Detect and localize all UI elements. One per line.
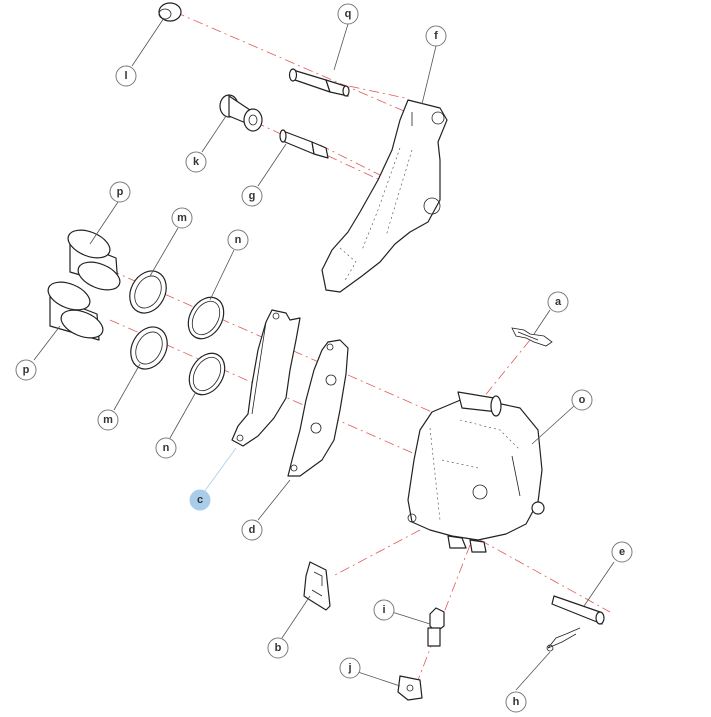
- part-n-dust-seal-upper[interactable]: [181, 291, 231, 345]
- callout-p-lower[interactable]: p: [15, 359, 37, 381]
- part-p-piston-lower[interactable]: [44, 277, 107, 344]
- part-j-fitting[interactable]: [397, 675, 423, 701]
- callout-o[interactable]: o: [571, 389, 593, 411]
- callout-q[interactable]: q: [337, 3, 359, 25]
- callout-n-upper[interactable]: n: [227, 229, 249, 251]
- callout-d[interactable]: d: [241, 519, 263, 541]
- callout-b-label: b: [275, 642, 282, 654]
- callout-l[interactable]: l: [115, 65, 137, 87]
- callout-n-lower[interactable]: n: [155, 437, 177, 459]
- leader-lines: [33, 17, 615, 691]
- part-f-caliper-bracket[interactable]: [321, 99, 448, 293]
- part-h-r-clip[interactable]: [546, 627, 581, 652]
- callout-c-label: c: [197, 494, 203, 506]
- callout-e[interactable]: e: [611, 541, 633, 563]
- callout-l-label: l: [124, 70, 127, 82]
- assembly-axes: [109, 11, 611, 689]
- callout-k[interactable]: k: [185, 151, 207, 173]
- part-o-caliper-body[interactable]: [407, 391, 545, 553]
- part-q-guide-pin[interactable]: [288, 68, 350, 97]
- part-i-bleed-valve[interactable]: [427, 607, 445, 647]
- callout-p-upper-label: p: [117, 186, 124, 198]
- callout-i-label: i: [382, 604, 385, 616]
- callout-f-label: f: [434, 30, 438, 42]
- callout-i[interactable]: i: [373, 599, 395, 621]
- part-p-piston-upper[interactable]: [64, 225, 124, 296]
- part-g-guide-pin[interactable]: [279, 129, 329, 159]
- callout-a[interactable]: a: [547, 291, 569, 313]
- part-l-bushing[interactable]: [158, 2, 182, 22]
- callout-n-lower-label: n: [163, 442, 170, 454]
- callout-a-label: a: [555, 296, 562, 308]
- callout-k-label: k: [193, 156, 200, 168]
- callout-p-lower-label: p: [23, 364, 30, 376]
- callout-h-label: h: [513, 696, 520, 708]
- part-a-spring-clip[interactable]: [511, 327, 553, 347]
- part-b-pad-retainer[interactable]: [303, 561, 331, 611]
- part-m-seal-upper[interactable]: [123, 265, 174, 320]
- callout-m-upper-label: m: [177, 212, 187, 224]
- part-c-brake-pad[interactable]: [231, 309, 301, 447]
- callout-p-upper[interactable]: p: [109, 181, 131, 203]
- callout-m-lower-label: m: [103, 414, 113, 426]
- callout-b[interactable]: b: [267, 637, 289, 659]
- callout-h[interactable]: h: [505, 691, 527, 713]
- callout-j[interactable]: j: [339, 657, 361, 679]
- callout-f[interactable]: f: [425, 25, 447, 47]
- part-e-pad-pin[interactable]: [551, 595, 605, 625]
- callout-n-upper-label: n: [235, 234, 242, 246]
- callout-m-lower[interactable]: m: [97, 409, 119, 431]
- part-m-seal-lower[interactable]: [124, 321, 175, 376]
- part-k-bushing[interactable]: [219, 94, 263, 132]
- callout-g-label: g: [249, 190, 256, 202]
- part-n-dust-seal-lower[interactable]: [182, 347, 232, 401]
- callout-g[interactable]: g: [241, 185, 263, 207]
- callout-m-upper[interactable]: m: [171, 207, 193, 229]
- callout-o-label: o: [579, 394, 586, 406]
- callout-e-label: e: [619, 546, 625, 558]
- part-d-brake-pad[interactable]: [287, 339, 349, 477]
- callout-j-label: j: [347, 662, 351, 674]
- callout-q-label: q: [345, 8, 352, 20]
- callout-d-label: d: [249, 524, 256, 536]
- callout-c[interactable]: c: [189, 489, 211, 511]
